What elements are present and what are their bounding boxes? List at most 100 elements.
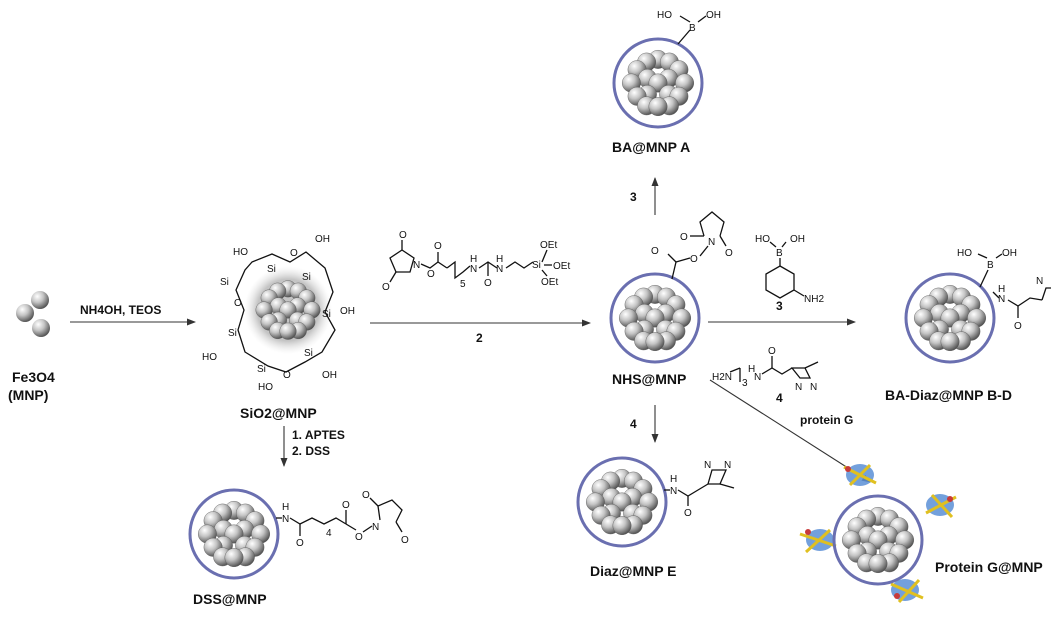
reagent-step3-right: 3: [776, 299, 783, 313]
svg-text:Si: Si: [302, 272, 311, 283]
svg-text:Si: Si: [322, 309, 331, 320]
svg-text:HO: HO: [957, 248, 972, 259]
reagent-step4-right: 4: [776, 391, 783, 405]
svg-text:O: O: [680, 232, 688, 243]
fe3o4-label: Fe3O4: [12, 369, 55, 385]
svg-text:4: 4: [326, 528, 332, 539]
ba-diaz-groups: B HO OH H N O N: [957, 248, 1051, 332]
svg-text:Si: Si: [532, 260, 541, 271]
reagent-step3-up: 3: [630, 190, 637, 204]
svg-text:H: H: [748, 364, 755, 375]
svg-text:O: O: [401, 535, 409, 546]
mnp-label: (MNP): [8, 387, 48, 403]
svg-text:O: O: [1014, 321, 1022, 332]
diazirine-group-e: H N O N N: [664, 460, 735, 519]
svg-text:OEt: OEt: [541, 277, 558, 288]
protein-g-mnp-label: Protein G@MNP: [935, 559, 1043, 575]
svg-text:O: O: [684, 508, 692, 519]
svg-text:O: O: [296, 538, 304, 549]
svg-text:B: B: [689, 23, 696, 34]
svg-text:N: N: [670, 486, 677, 497]
svg-text:OH: OH: [322, 370, 337, 381]
svg-text:OH: OH: [315, 234, 330, 245]
arrow-protein-g: [709, 379, 871, 483]
svg-text:H: H: [496, 254, 503, 265]
svg-text:Si: Si: [228, 328, 237, 339]
reagent-step2: 2: [476, 331, 483, 345]
svg-text:N: N: [1036, 276, 1043, 287]
svg-text:O: O: [342, 500, 350, 511]
dss-mnp-particle: [188, 488, 280, 580]
dss-linker-group: H N O 4 O O N O O: [276, 490, 409, 549]
svg-text:N: N: [704, 460, 711, 471]
svg-text:N: N: [372, 522, 379, 533]
reagent-step1: NH4OH, TEOS: [80, 303, 161, 317]
svg-text:O: O: [234, 298, 242, 309]
boronic-acid-group-a: B HO OH: [657, 10, 721, 45]
svg-text:H: H: [470, 254, 477, 265]
sio2-mnp-label: SiO2@MNP: [240, 405, 317, 421]
svg-text:N: N: [998, 294, 1005, 305]
svg-text:O: O: [434, 241, 442, 252]
svg-text:O: O: [382, 282, 390, 293]
svg-text:OH: OH: [790, 234, 805, 245]
reagent-protein-g: protein G: [800, 413, 853, 427]
svg-text:O: O: [399, 230, 407, 241]
silica-shell-ring: HO OH OH HO OH HO Si Si Si O Si O Si Si …: [202, 234, 355, 393]
svg-text:O: O: [362, 490, 370, 501]
svg-text:OH: OH: [706, 10, 721, 21]
svg-text:OEt: OEt: [540, 240, 557, 251]
svg-text:Si: Si: [267, 264, 276, 275]
svg-text:Si: Si: [257, 364, 266, 375]
svg-text:N: N: [754, 372, 761, 383]
svg-text:N: N: [413, 260, 420, 271]
svg-text:N: N: [810, 382, 817, 393]
svg-text:O: O: [651, 246, 659, 257]
svg-text:H2N: H2N: [712, 372, 732, 383]
svg-text:NH2: NH2: [804, 294, 824, 305]
svg-text:HO: HO: [657, 10, 672, 21]
svg-text:N: N: [470, 264, 477, 275]
aminophenylboronic-acid: HO OH B NH2: [755, 234, 824, 305]
fe3o4-particles: [16, 291, 50, 337]
protein-g-decorations: [799, 463, 957, 604]
nhs-ester-group: O O N O O: [651, 211, 733, 280]
dss-mnp-label: DSS@MNP: [193, 591, 267, 607]
reagent-2-structure: O O N O O 5 H N O H N Si OEt OEt OEt: [382, 230, 570, 293]
reagent-dss: 2. DSS: [292, 444, 330, 458]
svg-text:N: N: [282, 514, 289, 525]
svg-text:H: H: [282, 502, 289, 513]
svg-text:5: 5: [460, 279, 466, 290]
diazirine-amine-reagent: H2N 3 H N O N N: [712, 346, 819, 393]
svg-text:H: H: [670, 474, 677, 485]
svg-text:HO: HO: [233, 247, 248, 258]
svg-text:3: 3: [742, 378, 748, 389]
svg-text:B: B: [776, 248, 783, 259]
diaz-mnp-e-particle: [576, 456, 668, 548]
ba-diaz-mnp-label: BA-Diaz@MNP B-D: [885, 387, 1012, 403]
svg-text:OEt: OEt: [553, 261, 570, 272]
sio2-mnp-particle: [244, 266, 332, 354]
svg-text:O: O: [484, 278, 492, 289]
ba-diaz-mnp-particle: [904, 272, 996, 364]
svg-text:O: O: [768, 346, 776, 357]
svg-text:HO: HO: [202, 352, 217, 363]
protein-g-mnp-particle: [832, 494, 924, 586]
svg-text:O: O: [355, 532, 363, 543]
svg-text:O: O: [283, 370, 291, 381]
svg-text:HO: HO: [755, 234, 770, 245]
svg-text:O: O: [725, 248, 733, 259]
svg-text:Si: Si: [220, 277, 229, 288]
svg-text:N: N: [708, 237, 715, 248]
svg-text:N: N: [496, 264, 503, 275]
svg-text:OH: OH: [1002, 248, 1017, 259]
svg-text:Si: Si: [304, 348, 313, 359]
svg-text:O: O: [290, 248, 298, 259]
svg-text:N: N: [795, 382, 802, 393]
svg-text:OH: OH: [340, 306, 355, 317]
diaz-mnp-e-label: Diaz@MNP E: [590, 563, 677, 579]
reagent-step4-down: 4: [630, 417, 637, 431]
svg-text:O: O: [690, 254, 698, 265]
ba-mnp-a-particle: [612, 37, 704, 129]
